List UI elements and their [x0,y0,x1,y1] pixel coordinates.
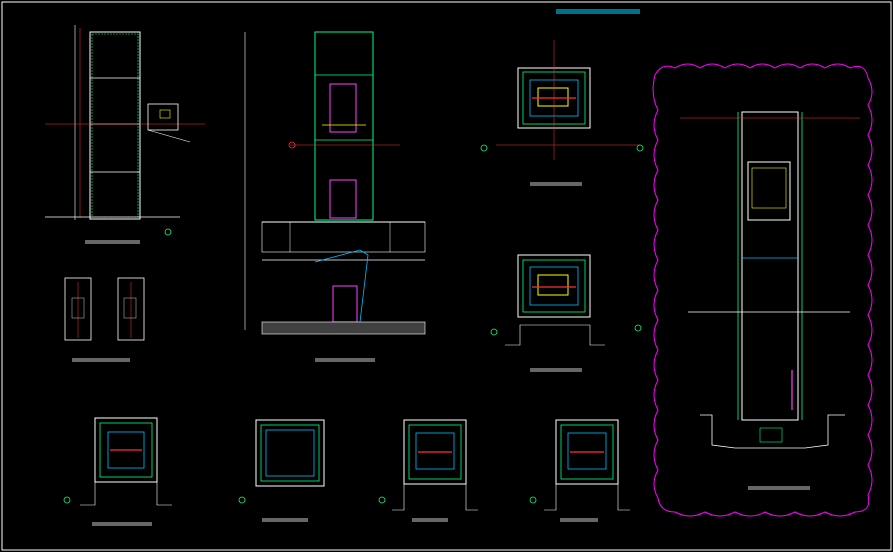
view-elevation-main [244,31,426,362]
view-elevation-1 [45,25,205,244]
view-plan-b [490,254,642,372]
sheet-title-label [556,9,640,14]
view-plan-a [480,40,644,186]
view-plan-e [378,419,478,522]
view-small-details [64,277,145,362]
view-section-right [652,63,873,517]
view-plan-f [529,419,630,522]
view-plan-d [238,419,325,522]
view-plan-c [63,417,172,526]
